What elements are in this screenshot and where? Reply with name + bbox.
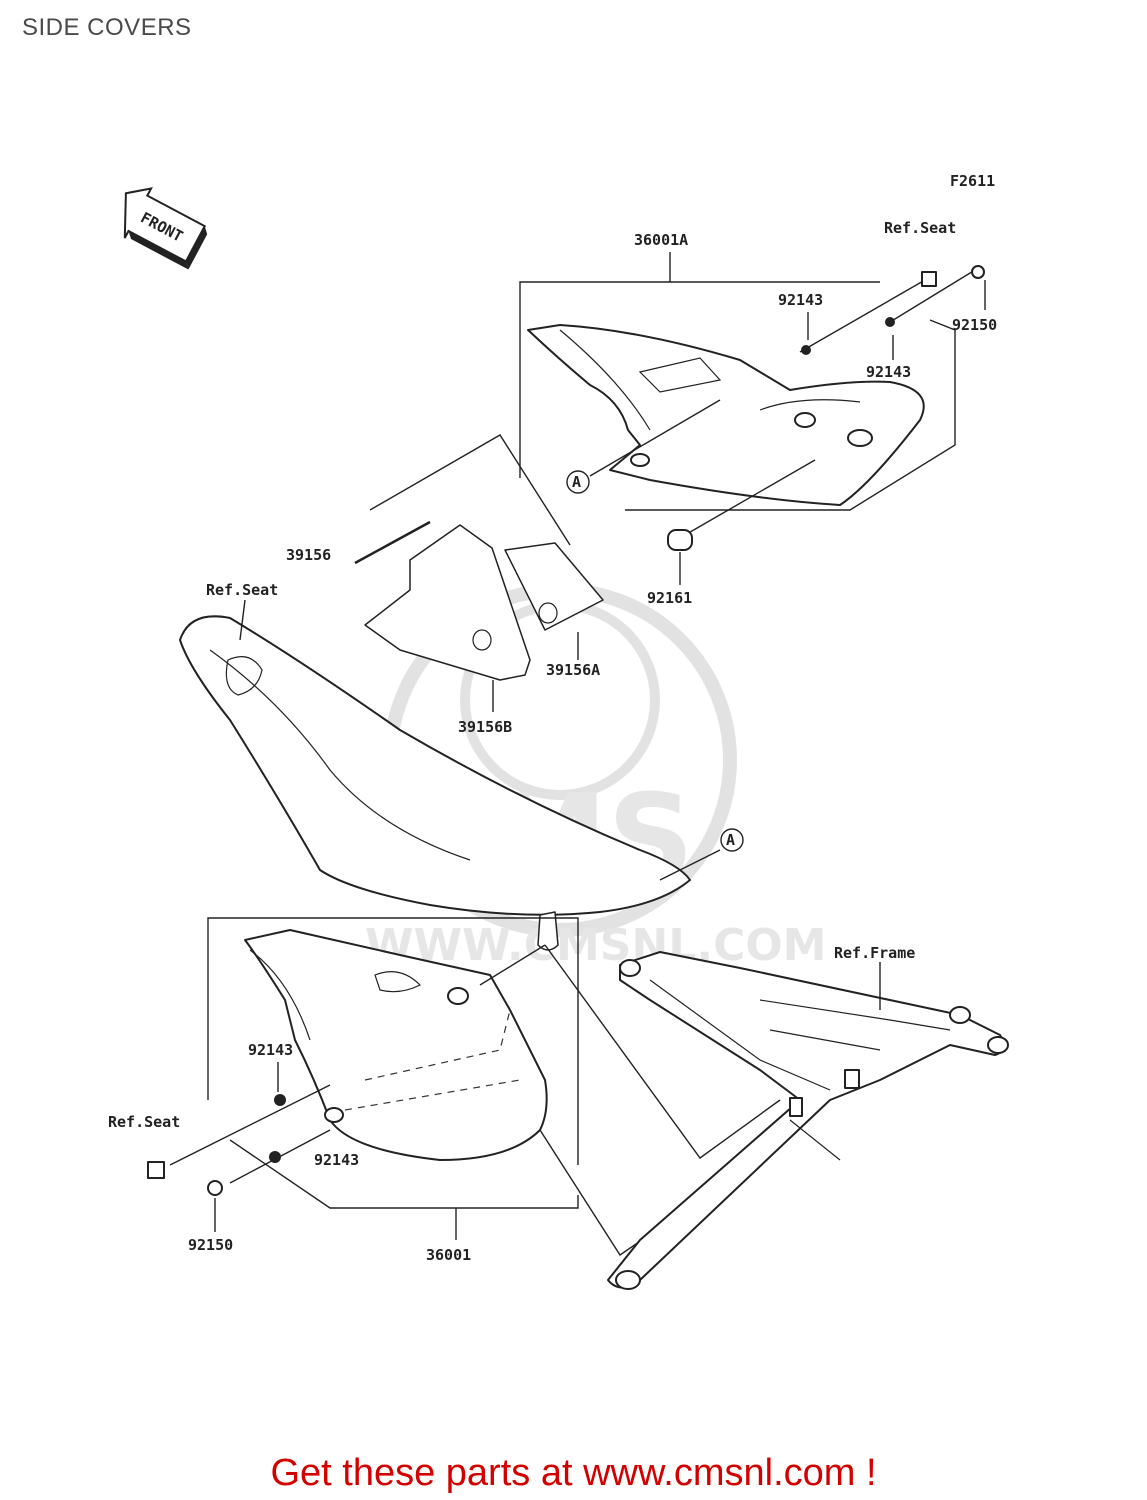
frame-reference <box>539 944 1009 1290</box>
page-title: SIDE COVERS <box>22 14 192 41</box>
callout-92143-c: 92143 <box>248 1041 293 1059</box>
callout-39156: 39156 <box>286 546 331 564</box>
seat-reference: A <box>179 599 744 951</box>
callout-92143-a: 92143 <box>778 291 823 309</box>
side-cover-lower <box>147 917 579 1240</box>
callout-ref-seat-top: Ref.Seat <box>884 219 956 237</box>
callout-92150-a: 92150 <box>952 316 997 334</box>
callout-36001: 36001 <box>426 1246 471 1264</box>
callout-39156a: 39156A <box>546 661 600 679</box>
callout-92143-d: 92143 <box>314 1151 359 1169</box>
callout-ref-seat-mid: Ref.Seat <box>206 581 278 599</box>
marker-a-upper: A <box>572 473 581 491</box>
callout-36001a: 36001A <box>634 231 688 249</box>
callout-39156b: 39156B <box>458 718 512 736</box>
marker-a-lower: A <box>726 831 735 849</box>
decals <box>354 434 604 712</box>
callout-ref-seat-low: Ref.Seat <box>108 1113 180 1131</box>
callout-92161: 92161 <box>647 589 692 607</box>
watermark-url: WWW.CMSNL.COM <box>365 920 827 971</box>
callout-92143-b: 92143 <box>866 363 911 381</box>
callout-ref-frame: Ref.Frame <box>834 944 915 962</box>
side-cover-upper: A <box>519 252 986 585</box>
front-arrow-icon: FRONT <box>123 187 208 270</box>
figure-code: F2611 <box>950 172 995 190</box>
footer-cta-link[interactable]: Get these parts at www.cmsnl.com ! <box>270 1452 877 1494</box>
callout-92150-b: 92150 <box>188 1236 233 1254</box>
